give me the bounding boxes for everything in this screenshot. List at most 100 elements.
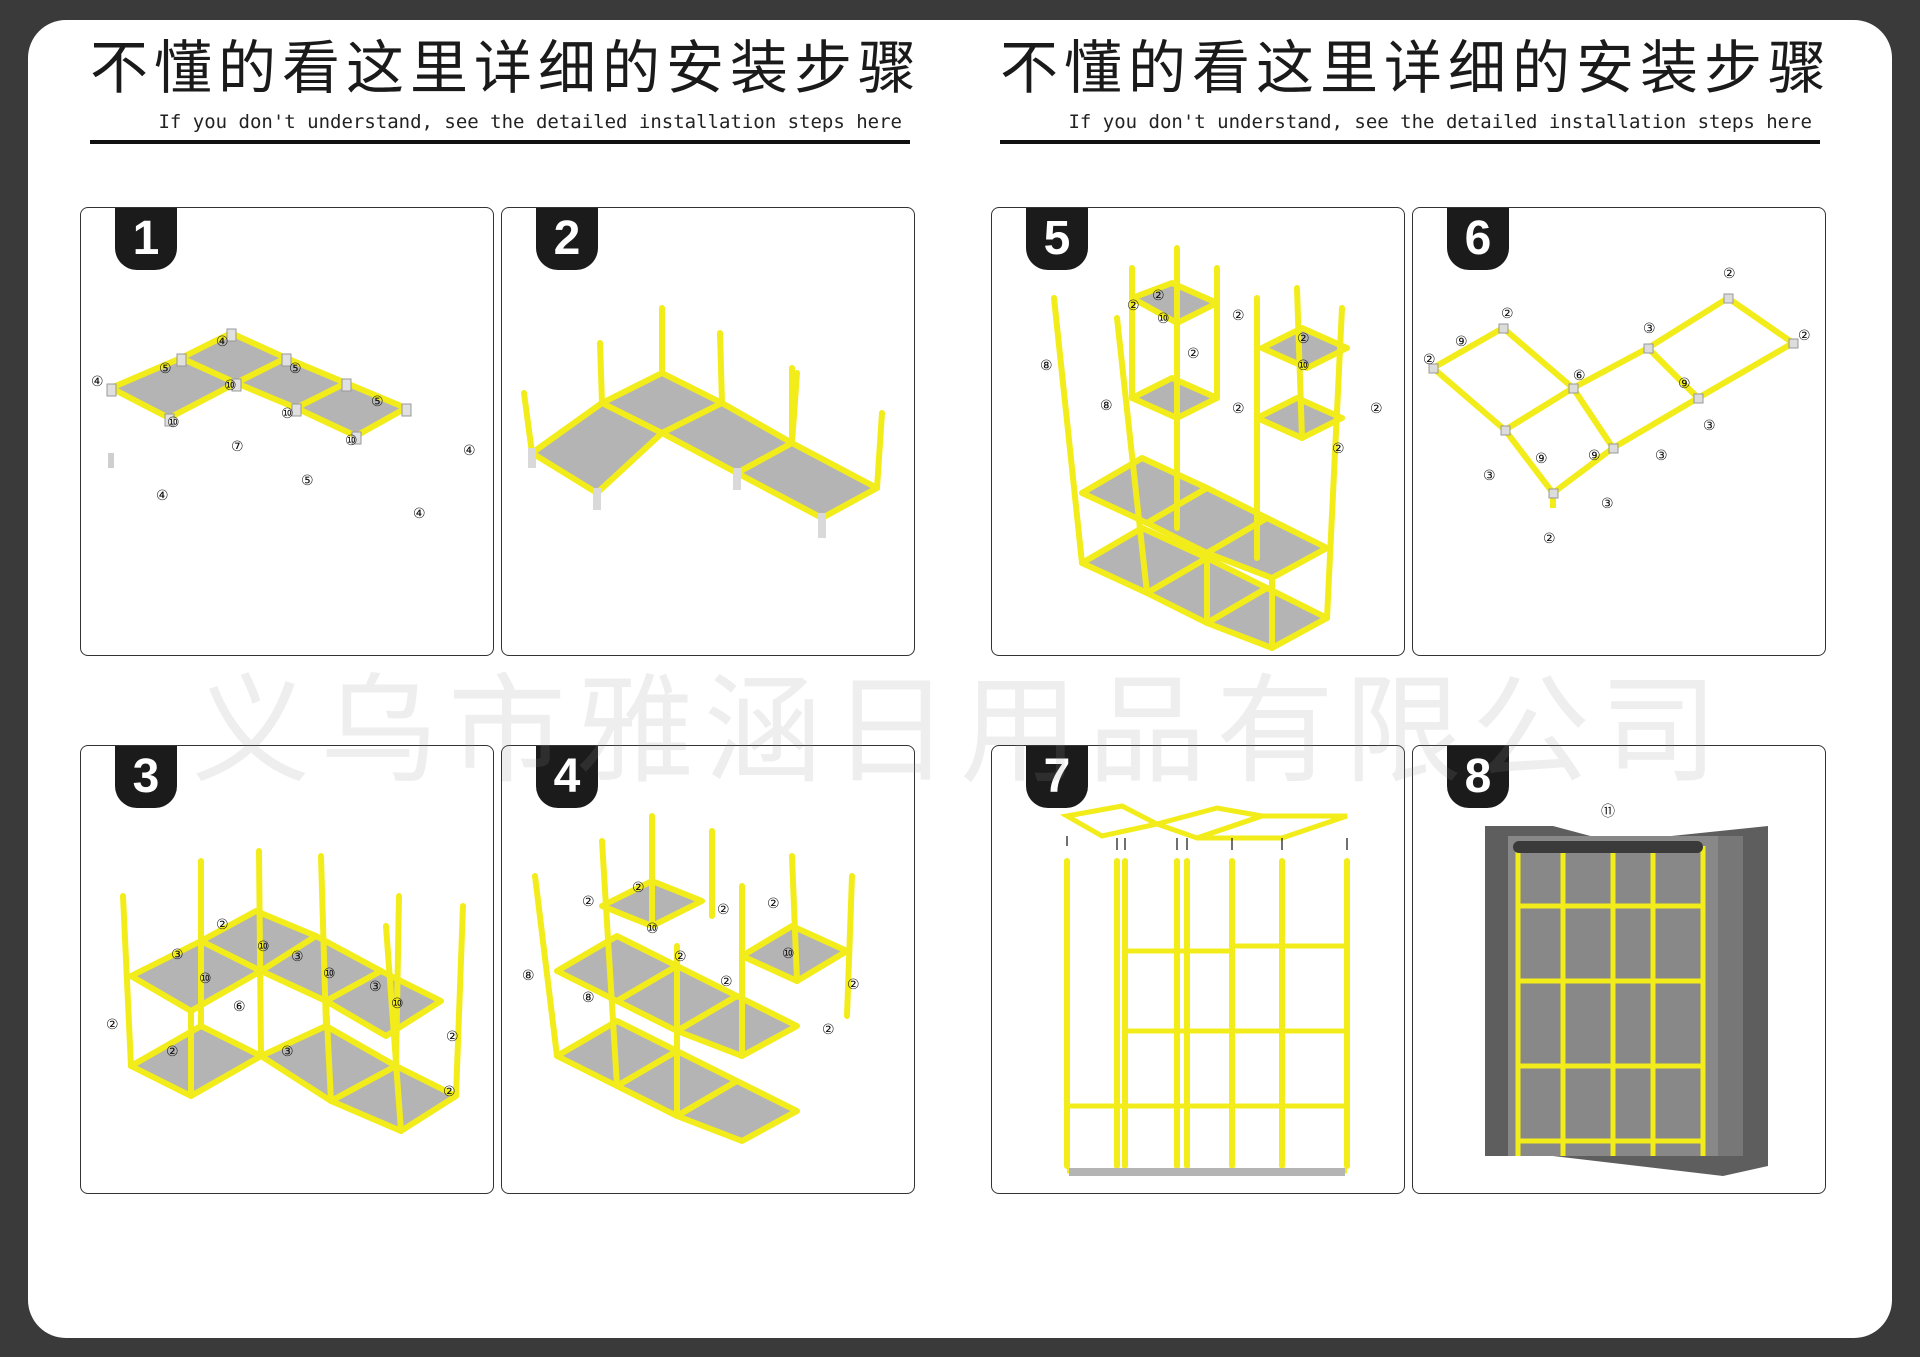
svg-text:②: ② xyxy=(106,1017,119,1033)
svg-text:②: ② xyxy=(1232,308,1245,324)
step-2-panel: 2 xyxy=(501,207,915,656)
svg-text:⑪: ⑪ xyxy=(1601,804,1615,820)
svg-text:④: ④ xyxy=(216,334,229,350)
svg-text:⑤: ⑤ xyxy=(159,361,172,377)
step-1-panel: ⑩ ⑩ ⑩ ⑩ ④ ④ ④ ④ ④ ⑤ ⑤ ⑤ ⑤ ⑦ 1 xyxy=(80,207,494,656)
step-8-diagram: ⑪ xyxy=(1485,804,1768,1176)
svg-text:⑧: ⑧ xyxy=(1040,358,1053,374)
svg-text:③: ③ xyxy=(1643,321,1656,337)
svg-text:②: ② xyxy=(1370,401,1383,417)
step-1-diagram: ⑩ ⑩ ⑩ ⑩ ④ ④ ④ ④ ④ ⑤ ⑤ ⑤ ⑤ ⑦ xyxy=(91,328,476,522)
svg-text:②: ② xyxy=(1297,331,1310,347)
svg-text:④: ④ xyxy=(463,443,476,459)
step-6-panel: ② ② ② ② ⑨ ③ ⑥ ⑨ ③ ③ ⑨ ⑨ ③ ③ ② 6 xyxy=(1412,207,1826,656)
header-left-subtitle: If you don't understand, see the detaile… xyxy=(158,111,902,133)
svg-text:⑥: ⑥ xyxy=(233,999,246,1015)
svg-text:②: ② xyxy=(1332,441,1345,457)
svg-text:⑧: ⑧ xyxy=(582,990,595,1006)
svg-text:⑩: ⑩ xyxy=(345,433,358,449)
svg-text:⑩: ⑩ xyxy=(646,921,659,937)
svg-text:③: ③ xyxy=(281,1044,294,1060)
step-7-badge: 7 xyxy=(1026,746,1088,808)
svg-text:⑩: ⑩ xyxy=(224,378,237,394)
svg-text:⑤: ⑤ xyxy=(289,361,302,377)
svg-text:②: ② xyxy=(1501,306,1514,322)
svg-text:④: ④ xyxy=(91,374,104,390)
svg-text:⑩: ⑩ xyxy=(1157,311,1170,327)
header-right-subtitle: If you don't understand, see the detaile… xyxy=(1068,111,1812,133)
svg-text:③: ③ xyxy=(1601,496,1614,512)
svg-text:⑤: ⑤ xyxy=(301,473,314,489)
step-7-panel: 7 xyxy=(991,745,1405,1194)
svg-text:②: ② xyxy=(717,902,730,918)
svg-text:④: ④ xyxy=(413,506,426,522)
svg-text:⑤: ⑤ xyxy=(371,394,384,410)
svg-text:②: ② xyxy=(443,1084,456,1100)
svg-text:③: ③ xyxy=(1483,468,1496,484)
svg-text:⑩: ⑩ xyxy=(323,966,336,982)
step-5-badge: 5 xyxy=(1026,208,1088,270)
svg-text:③: ③ xyxy=(1703,418,1716,434)
svg-text:③: ③ xyxy=(171,947,184,963)
step-8-panel: ⑪ 8 xyxy=(1412,745,1826,1194)
step-2-diagram xyxy=(521,305,885,538)
header-right-title: 不懂的看这里详细的安装步骤 xyxy=(1000,34,1833,102)
svg-text:④: ④ xyxy=(156,488,169,504)
svg-text:②: ② xyxy=(1127,298,1140,314)
step-6-diagram: ② ② ② ② ⑨ ③ ⑥ ⑨ ③ ③ ⑨ ⑨ ③ ③ ② xyxy=(1423,266,1811,547)
svg-text:②: ② xyxy=(1152,288,1165,304)
svg-text:②: ② xyxy=(216,917,229,933)
svg-text:⑩: ⑩ xyxy=(257,939,270,955)
svg-text:⑩: ⑩ xyxy=(1297,358,1310,374)
svg-text:②: ② xyxy=(1543,531,1556,547)
step-1-badge: 1 xyxy=(115,208,177,270)
svg-text:⑩: ⑩ xyxy=(199,971,212,987)
svg-text:③: ③ xyxy=(291,949,304,965)
step-3-badge: 3 xyxy=(115,746,177,808)
svg-text:②: ② xyxy=(166,1044,179,1060)
svg-text:②: ② xyxy=(1423,352,1436,368)
svg-text:③: ③ xyxy=(1655,448,1668,464)
header-right-rule xyxy=(1000,140,1820,144)
svg-text:②: ② xyxy=(767,896,780,912)
header-left-title: 不懂的看这里详细的安装步骤 xyxy=(90,34,923,102)
svg-text:②: ② xyxy=(1723,266,1736,282)
svg-text:②: ② xyxy=(582,894,595,910)
svg-text:⑥: ⑥ xyxy=(1573,368,1586,384)
header-right: 不懂的看这里详细的安装步骤 If you don't understand, s… xyxy=(1000,26,1833,144)
svg-text:⑩: ⑩ xyxy=(782,946,795,962)
svg-text:②: ② xyxy=(674,949,687,965)
svg-text:⑨: ⑨ xyxy=(1588,448,1601,464)
svg-text:⑨: ⑨ xyxy=(1535,451,1548,467)
step-4-badge: 4 xyxy=(536,746,598,808)
svg-text:⑩: ⑩ xyxy=(167,415,180,431)
svg-text:⑨: ⑨ xyxy=(1455,334,1468,350)
step-7-diagram xyxy=(1059,803,1350,1176)
svg-text:②: ② xyxy=(1187,346,1200,362)
svg-text:⑩: ⑩ xyxy=(281,406,294,422)
step-8-badge: 8 xyxy=(1447,746,1509,808)
svg-text:②: ② xyxy=(1232,401,1245,417)
svg-text:⑦: ⑦ xyxy=(231,439,244,455)
step-6-badge: 6 xyxy=(1447,208,1509,270)
step-2-badge: 2 xyxy=(536,208,598,270)
header-left-rule xyxy=(90,140,910,144)
svg-text:③: ③ xyxy=(369,979,382,995)
svg-text:②: ② xyxy=(1798,328,1811,344)
svg-text:⑧: ⑧ xyxy=(1100,398,1113,414)
header-left: 不懂的看这里详细的安装步骤 If you don't understand, s… xyxy=(90,26,923,144)
svg-text:②: ② xyxy=(822,1022,835,1038)
svg-text:⑧: ⑧ xyxy=(522,968,535,984)
svg-text:②: ② xyxy=(632,880,645,896)
svg-text:②: ② xyxy=(847,977,860,993)
svg-text:⑩: ⑩ xyxy=(391,996,404,1012)
svg-text:②: ② xyxy=(720,974,733,990)
instruction-sheet: 不懂的看这里详细的安装步骤 If you don't understand, s… xyxy=(28,20,1892,1338)
svg-text:⑨: ⑨ xyxy=(1678,376,1691,392)
